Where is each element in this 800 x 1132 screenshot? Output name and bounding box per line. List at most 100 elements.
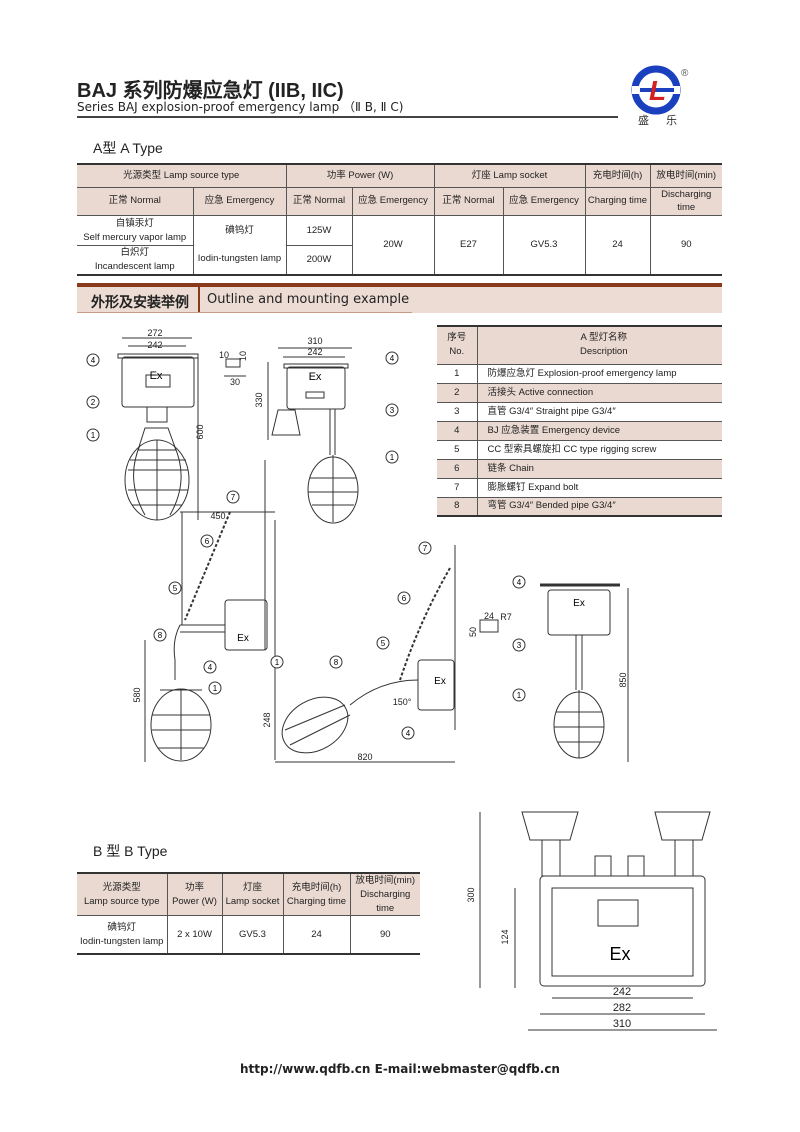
callout-number: 3 <box>517 641 522 650</box>
part-no: 7 <box>437 478 477 498</box>
dimension-label: 10 <box>238 351 248 361</box>
lamp-en: Iodin-tungsten lamp <box>80 935 164 947</box>
callout-6: 6 <box>200 534 214 548</box>
dimension-label: 24 <box>484 611 494 621</box>
svg-text:L: L <box>649 75 666 106</box>
callout-4: 4 <box>401 726 415 740</box>
header-socket: 灯座 Lamp socket <box>433 164 585 188</box>
drawing-ceiling-mount <box>540 583 629 762</box>
type-b-label: B 型 B Type <box>93 843 168 859</box>
callout-number: 1 <box>213 684 218 693</box>
header-lamp-source: 光源类型 Lamp source type <box>77 164 286 188</box>
subheader: 应急 Emergency <box>351 187 434 217</box>
lamp-cn: 碘钨灯 <box>107 921 136 933</box>
drawing-pendant-pipe <box>224 347 359 650</box>
callout-number: 8 <box>158 631 163 640</box>
subheader: Discharging time <box>649 187 722 217</box>
svg-text:盛: 盛 <box>638 113 649 127</box>
dimension-label: 300 <box>466 887 476 902</box>
charging-time: 24 <box>584 215 650 276</box>
callout-number: 5 <box>173 584 178 593</box>
callout-4: 4 <box>203 660 217 674</box>
callout-5: 5 <box>168 581 182 595</box>
header-cn: 充电时间(h) <box>291 881 342 893</box>
header-no-cn: 序号 <box>447 332 467 344</box>
power-normal: 125W <box>285 215 352 247</box>
power-normal: 200W <box>285 245 352 276</box>
header-charging-cn: 充电时间(h) <box>584 164 650 188</box>
callout-number: 3 <box>390 406 395 415</box>
dimension-label: 30 <box>230 377 240 387</box>
dimension-label: 242 <box>613 986 631 998</box>
callout-number: 5 <box>381 639 386 648</box>
header-en: Lamp socket <box>225 895 280 907</box>
ex-mark: Ex <box>309 371 322 383</box>
header-desc-en: Description <box>579 346 628 358</box>
subheader: 正常 Normal <box>77 187 193 217</box>
part-desc: 膨胀螺钉 Expand bolt <box>476 478 722 498</box>
callout-8: 8 <box>153 628 167 642</box>
dimension-label: 10 <box>219 350 229 360</box>
part-no: 1 <box>437 364 477 384</box>
part-no: 4 <box>437 421 477 441</box>
callout-number: 1 <box>275 658 280 667</box>
callout-number: 4 <box>91 356 96 365</box>
title-rule <box>77 116 618 118</box>
page-title: BAJ 系列防爆应急灯 (IIB, IIC) <box>77 80 344 102</box>
callout-8: 8 <box>329 655 343 669</box>
callout-number: 4 <box>517 578 522 587</box>
dimension-label: 272 <box>147 328 162 338</box>
section-header: 外形及安装举例 Outline and mounting example <box>77 283 722 313</box>
part-desc: CC 型索具螺旋扣 CC type rigging screw <box>476 440 722 460</box>
part-no: 2 <box>437 383 477 403</box>
ex-mark: Ex <box>150 370 163 382</box>
lamp-cn: 白炽灯 <box>120 247 149 259</box>
svg-text:®: ® <box>681 68 689 79</box>
page-subtitle: Series BAJ explosion-proof emergency lam… <box>77 100 404 114</box>
dimension-label: 124 <box>500 929 510 944</box>
part-desc: 防爆应急灯 Explosion-proof emergency lamp <box>476 364 722 384</box>
callout-1: 1 <box>86 428 100 442</box>
subheader: 应急 Emergency <box>192 187 286 217</box>
dimension-label: 282 <box>613 1002 631 1014</box>
power: 2 x 10W <box>166 915 222 955</box>
part-desc: BJ 应急装置 Emergency device <box>476 421 722 441</box>
dimension-label: 580 <box>132 687 142 702</box>
footer-contact: http://www.qdfb.cn E-mail:webmaster@qdfb… <box>240 1062 560 1076</box>
drawing-type-b <box>479 811 717 1031</box>
callout-4: 4 <box>385 351 399 365</box>
dimension-label: 150° <box>393 697 412 707</box>
ex-mark: Ex <box>434 676 446 687</box>
socket: GV5.3 <box>221 915 283 955</box>
part-desc: 直管 G3/4″ Straight pipe G3/4″ <box>476 402 722 422</box>
dimension-label: 50 <box>468 627 478 637</box>
socket-emergency: GV5.3 <box>502 215 585 276</box>
svg-text:乐: 乐 <box>666 114 677 127</box>
header-en: Charging time <box>286 895 347 907</box>
callout-6: 6 <box>397 591 411 605</box>
callout-7: 7 <box>226 490 240 504</box>
callout-number: 8 <box>334 658 339 667</box>
dimension-label: 450 <box>210 511 225 521</box>
callout-2: 2 <box>86 395 100 409</box>
callout-3: 3 <box>512 638 526 652</box>
socket-normal: E27 <box>433 215 503 276</box>
part-desc: 活接头 Active connection <box>476 383 722 403</box>
header-cn: 放电时间(min) <box>355 875 416 886</box>
callout-1: 1 <box>512 688 526 702</box>
discharging-time: 90 <box>649 215 722 276</box>
dimension-label: 242 <box>147 340 162 350</box>
lamp-cell: 碘钨灯 Iodin-tungsten lamp <box>77 915 167 955</box>
lamp-en: Incandescent lamp <box>94 260 175 272</box>
